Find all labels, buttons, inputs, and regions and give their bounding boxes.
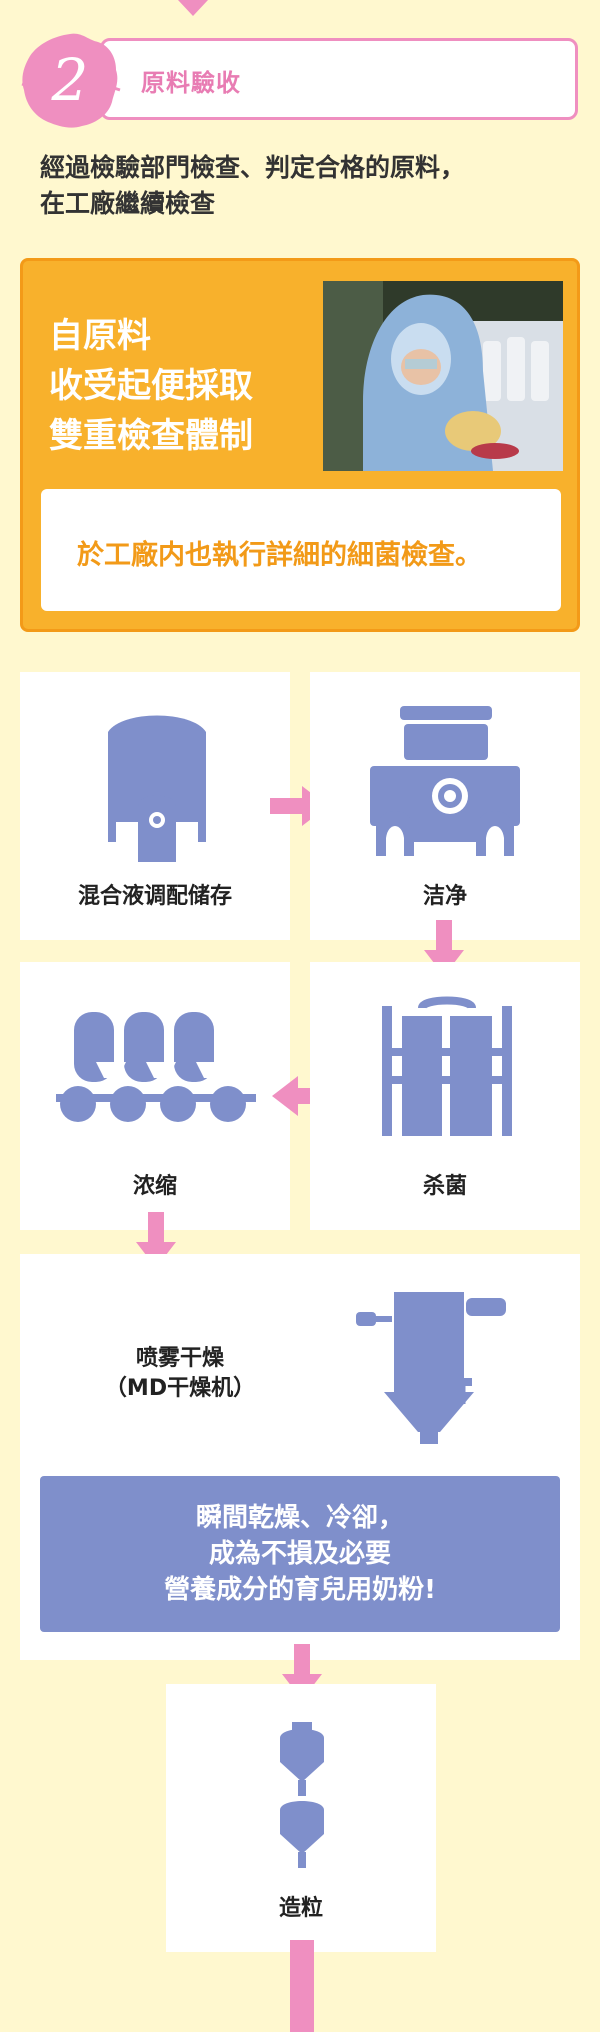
- intro-text: 經過檢驗部門檢查、判定合格的原料， 在工廠繼續檢查: [40, 150, 560, 222]
- spray-dryer-icon: [356, 1292, 506, 1444]
- intro-line-2: 在工廠繼續檢查: [40, 189, 216, 218]
- flow-arrow-down-icon: [178, 0, 208, 16]
- cleaning-machine-icon: [370, 706, 520, 856]
- spray-drying-line-1: 喷雾干燥: [135, 1346, 224, 1371]
- evaporator-icon: [56, 1012, 256, 1122]
- info-line-1: 瞬間乾燥、冷卻，: [195, 1503, 404, 1533]
- bacteria-test-text: 於工廠内也執行詳細的細菌檢查。: [77, 540, 482, 571]
- inspection-heading: 自原料 收受起便採取 雙重檢查體制: [49, 311, 329, 461]
- concentration-label: 浓缩: [132, 1174, 177, 1199]
- granulator-icon: [280, 1722, 324, 1868]
- step-banner: 原料驗收: [100, 38, 578, 120]
- heading-line-1: 自原料: [49, 316, 151, 356]
- flow-arrow-left-icon: [272, 1076, 330, 1116]
- lab-worker-photo: [323, 281, 563, 471]
- process-card-cleaning: 洁净: [310, 672, 580, 940]
- sterilizer-icon: [382, 996, 512, 1136]
- heading-line-2: 收受起便採取: [49, 366, 253, 406]
- mixing-tank-icon: [108, 715, 206, 862]
- drying-info-panel: 瞬間乾燥、冷卻， 成為不損及必要 營養成分的育兒用奶粉!: [40, 1476, 560, 1632]
- mixing-label: 混合液调配储存: [77, 884, 232, 909]
- granulation-label: 造粒: [278, 1896, 323, 1921]
- process-card-spray-drying: 喷雾干燥 （MD干燥机） 瞬間乾燥、冷卻， 成為不損及必要 營養成分的育兒用奶粉…: [20, 1254, 580, 1660]
- step-badge-icon: [21, 33, 121, 128]
- process-card-concentration: 浓缩: [20, 962, 290, 1230]
- step-number: 2: [51, 46, 89, 114]
- heading-line-3: 雙重檢查體制: [49, 416, 253, 456]
- flow-connector: [290, 1940, 314, 2032]
- info-line-2: 成為不損及必要: [208, 1539, 391, 1569]
- step-title: 原料驗收: [141, 69, 241, 97]
- sterilization-label: 杀菌: [422, 1174, 467, 1199]
- double-inspection-box: 自原料 收受起便採取 雙重檢查體制 於工廠内也執行詳細的細菌檢查。: [20, 258, 580, 632]
- spray-drying-label: 喷雾干燥 （MD干燥机）: [70, 1344, 290, 1404]
- info-line-3: 營養成分的育兒用奶粉!: [164, 1575, 436, 1605]
- process-card-granulation: 造粒: [166, 1684, 436, 1952]
- bacteria-test-note: 於工廠内也執行詳細的細菌檢查。: [41, 489, 561, 611]
- spray-drying-line-2: （MD干燥机）: [104, 1376, 256, 1401]
- process-card-sterilization: 杀菌: [310, 962, 580, 1230]
- cleaning-label: 洁净: [422, 884, 467, 909]
- intro-line-1: 經過檢驗部門檢查、判定合格的原料，: [40, 153, 466, 182]
- process-card-mixing: 混合液调配储存: [20, 672, 290, 940]
